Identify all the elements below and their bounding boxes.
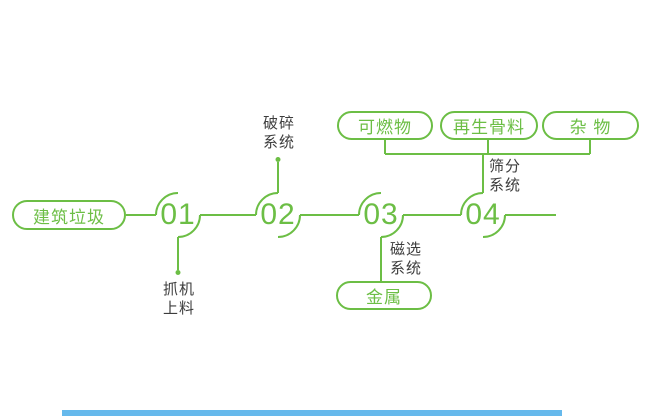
output-label-recycled-aggregate: 再生骨料 [453,118,525,137]
output-label-misc: 杂 物 [569,118,612,137]
step-04-label-line1: 筛分 [489,158,522,175]
step-03-label: 磁选 系统 [390,240,422,278]
output-pill-combustible: 可燃物 [337,111,433,140]
source-pill: 建筑垃圾 [12,200,126,230]
step-01-label: 抓机 上料 [163,280,195,318]
line-end-dot [175,270,181,275]
step-01-label-line2: 上料 [163,300,196,317]
step-number-03: 03 [363,198,399,231]
step-04-label-line2: 系统 [489,177,522,194]
output-label-metal: 金属 [366,288,402,307]
step-01-label-line1: 抓机 [163,281,196,298]
source-label: 建筑垃圾 [33,207,105,227]
output-pill-recycled-aggregate: 再生骨料 [440,111,538,140]
step-03-label-line2: 系统 [390,260,423,277]
step-node-arcs [155,192,506,238]
step-04-label: 筛分 系统 [489,157,521,195]
branch-lines [177,154,484,281]
top-outputs-connector [384,140,591,155]
output-pill-metal: 金属 [336,281,432,310]
step-02-label-line2: 系统 [263,134,296,151]
output-pill-misc: 杂 物 [542,111,639,140]
step-number-02: 02 [260,198,296,231]
step-02-label: 破碎 系统 [263,114,295,152]
output-label-combustible: 可燃物 [358,118,412,137]
step-number-01: 01 [160,198,196,231]
line-end-dot [275,157,281,162]
step-number-04: 04 [465,198,501,231]
bottom-blue-bar [62,410,562,416]
step-03-label-line1: 磁选 [390,241,423,258]
step-02-label-line1: 破碎 [263,115,296,132]
